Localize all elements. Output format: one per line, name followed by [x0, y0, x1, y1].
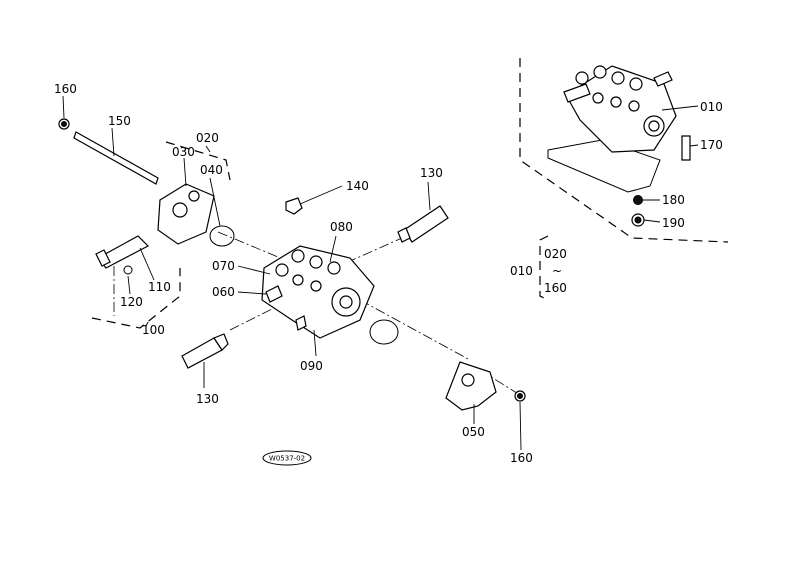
- callout-010: 010: [510, 264, 533, 278]
- callout-050: 050: [462, 425, 485, 439]
- leader-line: [183, 157, 187, 187]
- o-ring-090: [369, 319, 399, 345]
- nut-160-left-hole: [61, 121, 67, 127]
- leader-line: [643, 219, 661, 223]
- leader-line: [661, 105, 699, 111]
- leader-line: [237, 265, 271, 275]
- leader-line: [62, 95, 65, 119]
- left-components: [58, 95, 235, 329]
- valve-spool-port: [275, 263, 289, 277]
- inset-end-cover-bore: [648, 120, 660, 132]
- callout-140: 140: [346, 179, 369, 193]
- callout-130: 130: [420, 166, 443, 180]
- inset-spool-port: [611, 71, 625, 85]
- inset-spool-port: [610, 96, 622, 108]
- inset-spool-port: [593, 65, 607, 79]
- leader-line: [519, 401, 522, 451]
- callout-100: 100: [142, 323, 165, 337]
- leader-line: [427, 181, 431, 211]
- callout-130: 130: [196, 392, 219, 406]
- callout-160: 160: [544, 281, 567, 295]
- range-tilde: ~: [552, 264, 562, 278]
- valve-spool-port: [291, 249, 305, 263]
- nut-160-right-hole: [517, 393, 523, 399]
- leader-line: [205, 145, 211, 153]
- callout-110: 110: [148, 280, 171, 294]
- leader-line: [299, 185, 343, 205]
- inset-fitting: [653, 71, 673, 87]
- inset-fitting: [563, 83, 591, 103]
- leader-line: [127, 275, 131, 295]
- valve-spool-port: [292, 274, 304, 286]
- valve-spool-port: [327, 261, 341, 275]
- port-fitting-130-top-nose: [397, 227, 411, 243]
- leader-line: [111, 127, 115, 157]
- inset-spool-port: [628, 100, 640, 112]
- center-line: [329, 229, 421, 271]
- callout-160: 160: [510, 451, 533, 465]
- end-plate-050-port: [461, 373, 475, 387]
- inset-bolt-170: [681, 135, 691, 161]
- callout-080: 080: [330, 220, 353, 234]
- inset-assembly: [519, 58, 729, 243]
- valve-spool-port: [310, 280, 322, 292]
- inset-washer-180: [633, 195, 643, 205]
- callout-020: 020: [544, 247, 567, 261]
- center-line: [359, 299, 471, 361]
- port-fitting-130-top: [403, 205, 449, 243]
- leader-line: [237, 291, 267, 295]
- callout-170: 170: [700, 138, 723, 152]
- leader-line: [145, 321, 149, 327]
- group-020-bracket: [165, 141, 231, 181]
- right-components: [445, 361, 526, 451]
- valve-end-face-bore: [339, 295, 353, 309]
- port-fitting-130-bottom-nose: [213, 333, 229, 351]
- plug-140: [285, 197, 303, 215]
- callout-030: 030: [172, 145, 195, 159]
- end-plate-port: [188, 190, 200, 202]
- inset-spool-port: [592, 92, 604, 104]
- inset-nut-190-hole: [634, 216, 642, 224]
- callout-160: 160: [54, 82, 77, 96]
- valve-fitting: [295, 315, 307, 331]
- center-line: [217, 231, 291, 263]
- relief-valve-110-cap: [95, 249, 111, 267]
- end-plate-050: [445, 361, 497, 411]
- o-ring-040: [209, 225, 235, 247]
- callout-120: 120: [120, 295, 143, 309]
- leader-line: [313, 329, 317, 357]
- callout-150: 150: [108, 114, 131, 128]
- range-bracket: [539, 235, 549, 301]
- leader-line: [209, 177, 221, 227]
- callout-070: 070: [212, 259, 235, 273]
- callout-190: 190: [662, 216, 685, 230]
- reference-code-box: [262, 450, 312, 466]
- tie-bolt-150: [73, 131, 159, 185]
- callout-090: 090: [300, 359, 323, 373]
- leader-line: [329, 235, 337, 263]
- leader-line: [689, 144, 699, 147]
- inset-dashed-border: [519, 58, 729, 243]
- callout-060: 060: [212, 285, 235, 299]
- reference-code: W0537-02: [269, 455, 305, 463]
- port-fitting-130-bottom: [181, 337, 223, 369]
- main-valve-body: [181, 181, 521, 396]
- callout-040: 040: [200, 163, 223, 177]
- inset-spool-port: [575, 71, 589, 85]
- inset-spool-port: [629, 77, 643, 91]
- leader-line: [139, 247, 155, 281]
- callout-010: 010: [700, 100, 723, 114]
- o-ring-120: [123, 265, 133, 275]
- valve-spool-port: [309, 255, 323, 269]
- plug-060: [265, 285, 283, 303]
- end-plate-port: [172, 202, 188, 218]
- callout-020: 020: [196, 131, 219, 145]
- callout-labels: 160 150 020 030 040 140 130 080 070 060 …: [54, 82, 723, 465]
- callout-180: 180: [662, 193, 685, 207]
